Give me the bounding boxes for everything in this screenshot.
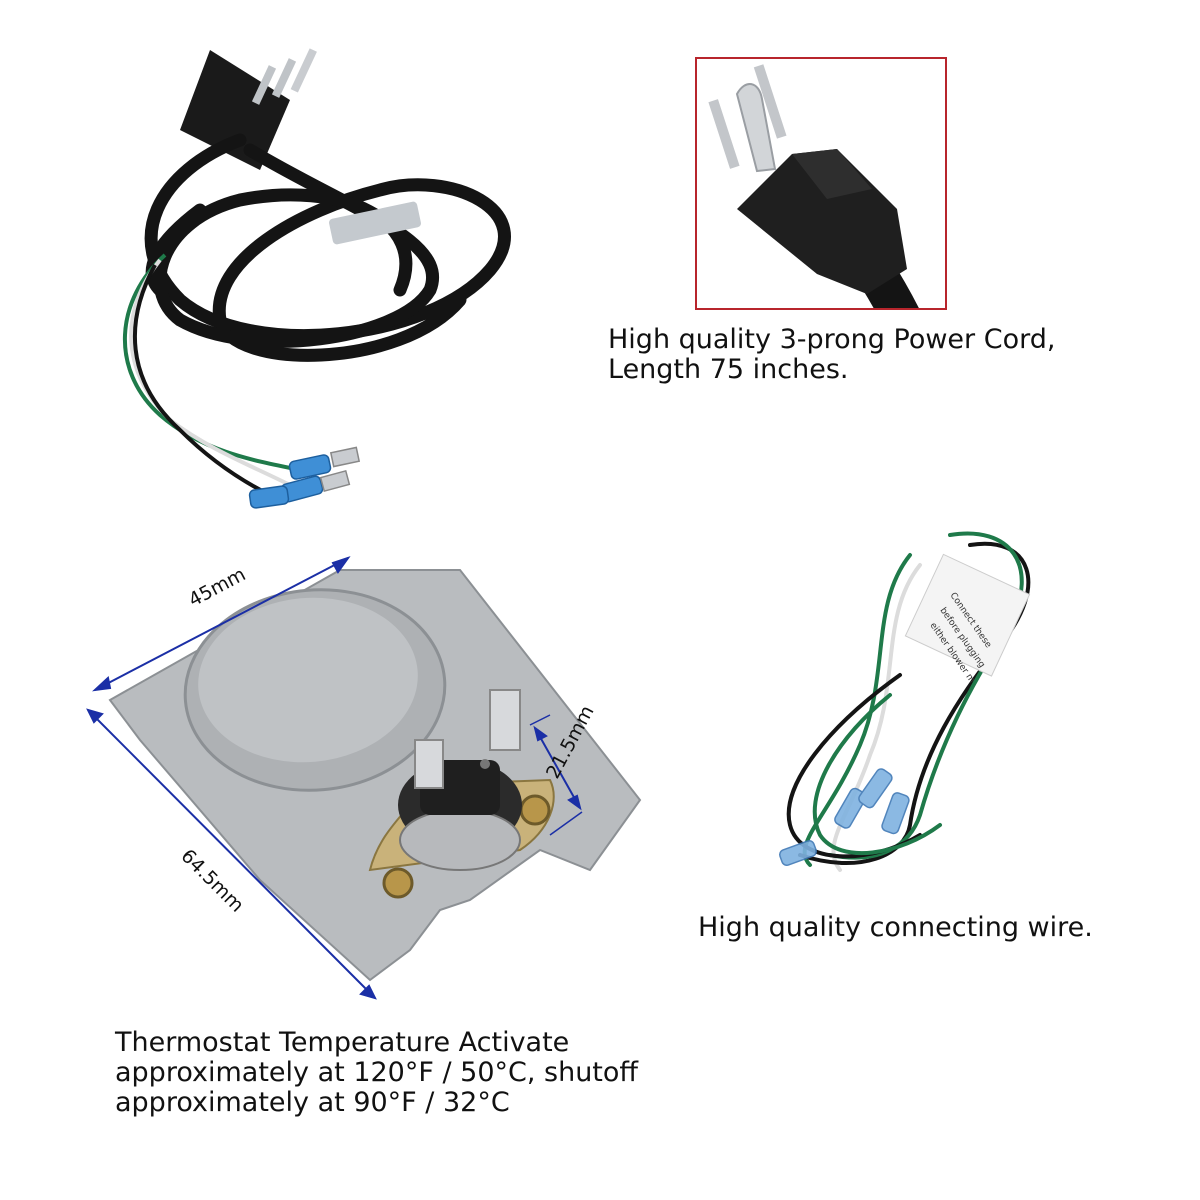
thermostat-caption-line2: approximately at 120°F / 50°C, shutoff — [115, 1057, 639, 1088]
plug-closeup-frame — [695, 57, 947, 310]
connecting-wire-photo: Connect these before plugging either blo… — [779, 531, 1031, 872]
power-cord-caption-line2: Length 75 inches. — [608, 354, 849, 385]
connecting-wire-caption: High quality connecting wire. — [698, 913, 1093, 943]
thermostat-switch — [368, 689, 555, 899]
cord-terminals — [248, 446, 361, 509]
power-cord-caption-line1: High quality 3-prong Power Cord, — [608, 324, 1056, 355]
wire-terminals — [779, 768, 910, 867]
dimension-lines — [86, 556, 583, 1000]
cord-coils — [144, 133, 511, 362]
cord-label-band — [329, 201, 421, 245]
plug-body — [180, 48, 317, 170]
thermostat-caption: Thermostat Temperature Activate approxim… — [115, 1028, 638, 1118]
plug-closeup-photo — [708, 64, 919, 308]
thermostat-plate-photo — [86, 556, 642, 1000]
wire-tag — [904, 553, 1031, 677]
power-cord-photo — [122, 48, 511, 509]
thermostat-caption-line3: approximately at 90°F / 32°C — [115, 1087, 510, 1118]
cord-wires — [122, 253, 301, 497]
connecting-wire-caption-text: High quality connecting wire. — [698, 912, 1093, 943]
power-cord-caption: High quality 3-prong Power Cord, Length … — [608, 325, 1055, 385]
thermostat-caption-line1: Thermostat Temperature Activate — [115, 1027, 570, 1058]
